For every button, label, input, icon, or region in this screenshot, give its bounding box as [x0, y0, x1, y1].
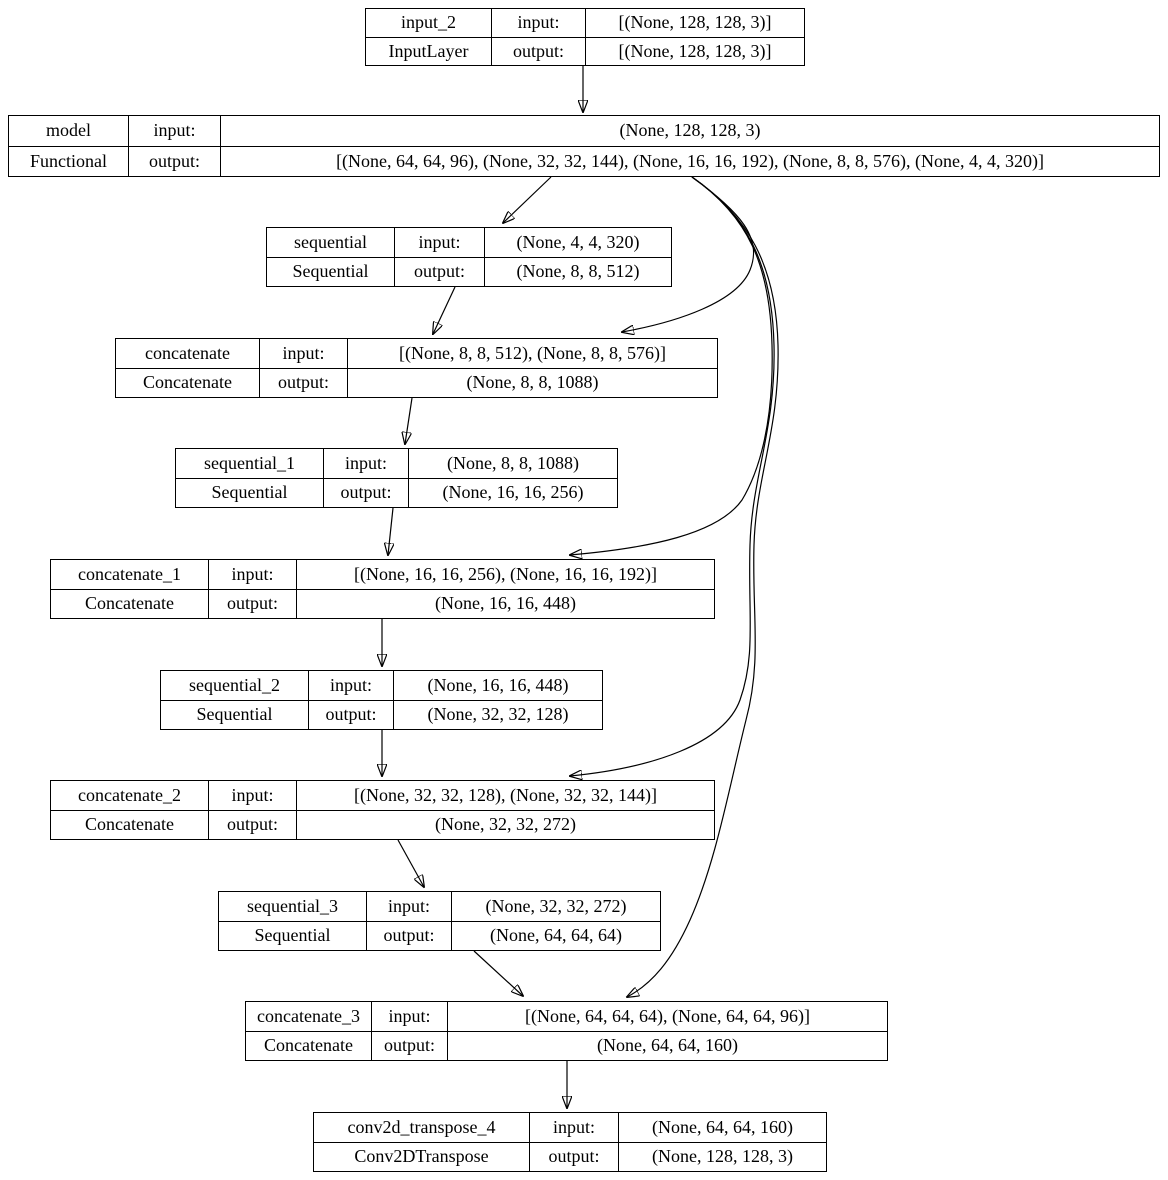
output-label: output: — [308, 700, 393, 729]
layer-name: sequential_1 — [204, 452, 295, 473]
layer-type: Concatenate — [85, 593, 174, 614]
input-shape: [(None, 8, 8, 512), (None, 8, 8, 576)] — [347, 339, 717, 368]
input-label: input: — [491, 9, 585, 37]
output-label: output: — [208, 589, 296, 618]
output-label: output: — [323, 478, 408, 507]
input-label: input: — [208, 560, 296, 589]
layer-type: Concatenate — [143, 372, 232, 393]
input-label: input: — [259, 339, 347, 368]
node-sequential-2: sequential_2 input: (None, 16, 16, 448) … — [160, 670, 603, 730]
node-conv2d-transpose-4: conv2d_transpose_4 input: (None, 64, 64,… — [313, 1112, 827, 1172]
node-sequential-1: sequential_1 input: (None, 8, 8, 1088) S… — [175, 448, 618, 508]
node-sequential-3: sequential_3 input: (None, 32, 32, 272) … — [218, 891, 661, 951]
edge-concatenate-to-sequential_1 — [405, 397, 413, 444]
input-shape: (None, 16, 16, 448) — [393, 671, 602, 700]
input-shape: [(None, 128, 128, 3)] — [585, 9, 804, 37]
node-concatenate-3: concatenate_3 input: [(None, 64, 64, 64)… — [245, 1001, 888, 1061]
output-shape: (None, 64, 64, 160) — [447, 1031, 887, 1060]
output-shape: (None, 8, 8, 1088) — [347, 368, 717, 397]
input-shape: [(None, 64, 64, 64), (None, 64, 64, 96)] — [447, 1002, 887, 1031]
layer-name: concatenate_2 — [78, 784, 181, 805]
output-shape: (None, 8, 8, 512) — [484, 257, 671, 286]
output-shape: (None, 64, 64, 64) — [451, 921, 660, 950]
output-shape: [(None, 128, 128, 3)] — [585, 37, 804, 65]
output-label: output: — [491, 37, 585, 65]
layer-name: sequential_3 — [247, 895, 338, 916]
output-shape: [(None, 64, 64, 96), (None, 32, 32, 144)… — [220, 146, 1159, 176]
input-label: input: — [371, 1002, 447, 1031]
layer-name: concatenate_1 — [78, 563, 181, 584]
edge-sequential_1-to-concatenate_1 — [388, 507, 393, 555]
output-shape: (None, 16, 16, 448) — [296, 589, 714, 618]
input-shape: [(None, 16, 16, 256), (None, 16, 16, 192… — [296, 560, 714, 589]
output-label: output: — [259, 368, 347, 397]
layer-type: Sequential — [254, 925, 331, 946]
layer-name: concatenate — [145, 342, 230, 363]
input-shape: [(None, 32, 32, 128), (None, 32, 32, 144… — [296, 781, 714, 810]
layer-name: concatenate_3 — [257, 1005, 360, 1026]
input-label: input: — [529, 1113, 618, 1142]
layer-type: InputLayer — [388, 40, 469, 61]
output-label: output: — [394, 257, 484, 286]
input-shape: (None, 64, 64, 160) — [618, 1113, 826, 1142]
edge-sequential-to-concatenate — [433, 286, 456, 334]
layer-name: sequential_2 — [189, 674, 280, 695]
edge-concatenate_2-to-sequential_3 — [397, 839, 424, 887]
node-model: model input: (None, 128, 128, 3) Functio… — [8, 115, 1160, 177]
layer-name: model — [46, 120, 91, 141]
node-concatenate: concatenate input: [(None, 8, 8, 512), (… — [115, 338, 718, 398]
layer-name: conv2d_transpose_4 — [347, 1116, 496, 1137]
node-concatenate-2: concatenate_2 input: [(None, 32, 32, 128… — [50, 780, 715, 840]
input-label: input: — [366, 892, 451, 921]
output-shape: (None, 32, 32, 128) — [393, 700, 602, 729]
output-shape: (None, 16, 16, 256) — [408, 478, 617, 507]
layer-type: Concatenate — [264, 1035, 353, 1056]
input-label: input: — [323, 449, 408, 478]
node-concatenate-1: concatenate_1 input: [(None, 16, 16, 256… — [50, 559, 715, 619]
node-sequential: sequential input: (None, 4, 4, 320) Sequ… — [266, 227, 672, 287]
input-label: input: — [208, 781, 296, 810]
output-label: output: — [128, 146, 220, 176]
output-label: output: — [371, 1031, 447, 1060]
input-label: input: — [394, 228, 484, 257]
layer-name: input_2 — [400, 12, 456, 33]
output-shape: (None, 32, 32, 272) — [296, 810, 714, 839]
input-shape: (None, 4, 4, 320) — [484, 228, 671, 257]
edge-model-to-sequential — [503, 176, 552, 223]
input-shape: (None, 128, 128, 3) — [220, 116, 1159, 146]
output-label: output: — [366, 921, 451, 950]
output-shape: (None, 128, 128, 3) — [618, 1142, 826, 1171]
layer-type: Concatenate — [85, 814, 174, 835]
layer-name: sequential — [294, 231, 367, 252]
layer-type: Functional — [30, 150, 107, 171]
layer-type: Sequential — [211, 482, 288, 503]
layer-type: Sequential — [196, 704, 273, 725]
output-label: output: — [208, 810, 296, 839]
input-label: input: — [308, 671, 393, 700]
output-label: output: — [529, 1142, 618, 1171]
edge-sequential_3-to-concatenate_3 — [473, 950, 523, 996]
input-label: input: — [128, 116, 220, 146]
input-shape: (None, 32, 32, 272) — [451, 892, 660, 921]
input-shape: (None, 8, 8, 1088) — [408, 449, 617, 478]
layer-type: Conv2DTranspose — [354, 1146, 489, 1167]
layer-type: Sequential — [292, 261, 369, 282]
node-input-2: input_2 input: [(None, 128, 128, 3)] Inp… — [365, 8, 805, 66]
